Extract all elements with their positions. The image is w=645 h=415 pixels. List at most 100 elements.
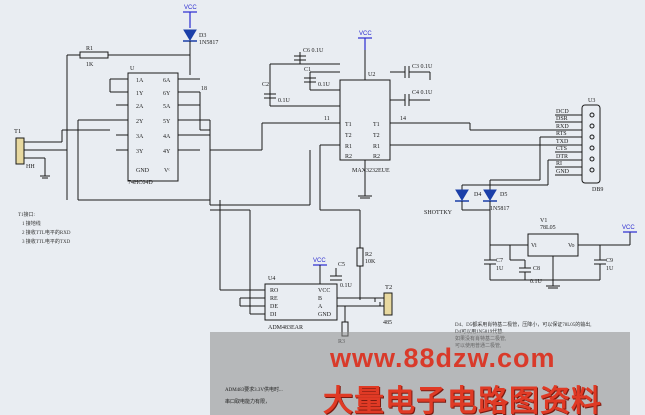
db9-pin-dcd: DCD	[556, 109, 569, 115]
db9-pins: DCD DSR RXD RTS TXD CTS DTR RI GND	[555, 109, 582, 176]
c8-val: 0.1U	[530, 279, 543, 285]
u4-label: U4	[268, 276, 275, 282]
vcc-label-3: VCC	[622, 225, 635, 231]
hex-pin-6y: 6Y	[163, 91, 171, 97]
t1-note-3: 3 接收TTL电平的TXD	[22, 238, 71, 245]
ic-max3232: U2 MAX3232EUE T1 T2 R1 R2 T1 T2 R1 R2	[339, 72, 391, 174]
d3-part: 1N5817	[199, 40, 218, 46]
hex-pin-5a: 5A	[163, 104, 171, 110]
vcc-label-2: VCC	[359, 31, 372, 37]
t1-note-2: 2 接收TTL电平的RXD	[22, 229, 71, 236]
r2-val: 10K	[365, 259, 376, 265]
capacitor-c4: C4 0.1U	[390, 90, 433, 106]
vcc-label-4: VCC	[313, 258, 326, 264]
c3-label: C3 0.1U	[412, 64, 433, 70]
watermark-panel	[210, 332, 630, 415]
c5-val: 0.1U	[340, 283, 353, 289]
u2-pin-r2: R2	[345, 154, 352, 160]
u3-label: U3	[588, 98, 595, 104]
u4-pin-gnd: GND	[318, 312, 332, 318]
hex-pin-6a: 6A	[163, 78, 171, 84]
c7-val: 1U	[496, 266, 504, 272]
c5-label: C5	[338, 262, 345, 268]
c8-label: C8	[533, 266, 540, 272]
hex-pin-4a: 4A	[163, 134, 171, 140]
u4-part: ADM483EAR	[268, 325, 303, 331]
hex-part: 74HC04D	[128, 180, 153, 186]
db9-pin-rts: RTS	[556, 131, 567, 137]
hex-vcc: Vᶜ	[164, 168, 170, 174]
c2-label: C2	[262, 82, 269, 88]
v1-part: 78L05	[540, 225, 556, 231]
db9-pin-dsr: DSR	[556, 116, 568, 122]
c4-label: C4 0.1U	[412, 90, 433, 96]
t1-label: T1	[14, 128, 21, 135]
u2-pin-r1-in: R1	[373, 144, 380, 150]
ic-74hc04d: U 74HC04D GND Vᶜ 1A 1Y 2A 2Y 3A 3Y 6A 6Y…	[127, 66, 179, 186]
diode-note-1: D4、D5都采用肖特基二极管，压降小，可以保证78L05的输出,	[455, 321, 592, 328]
t1-pin-label: HH	[26, 164, 35, 170]
hex-u-label: U	[130, 66, 135, 72]
d5-label: D5	[500, 192, 507, 198]
vcc-top-left: VCC	[183, 5, 197, 28]
capacitor-c3: C3 0.1U	[390, 64, 433, 80]
t2-note: 485	[383, 320, 392, 326]
hex-pin-5y: 5Y	[163, 119, 171, 125]
hex-pin-1a: 1A	[136, 78, 144, 84]
hex-pin-1y: 1Y	[136, 91, 144, 97]
v1-vo: Vo	[568, 243, 575, 249]
u2-label: U2	[368, 72, 375, 78]
resistor-r2: R2 10K	[356, 232, 376, 300]
hex-gnd: GND	[136, 168, 150, 174]
hex-pin-3a: 3A	[136, 134, 144, 140]
hex-pin-2a: 2A	[136, 104, 144, 110]
d3-label: D3	[199, 33, 206, 39]
u2-pin-r2-in: R2	[373, 154, 380, 160]
r2-label: R2	[365, 252, 372, 258]
connector-t1: T1 HH	[14, 128, 110, 179]
c-mid-label: C6 0.1U	[303, 48, 324, 54]
adm-note-2: 串口取电能力有限，	[225, 400, 271, 405]
db9-pin-cts: CTS	[556, 146, 567, 152]
r1-value: 1K	[86, 62, 94, 68]
d4-label: D4	[474, 192, 481, 198]
net-11: 11	[324, 116, 330, 122]
u4-pin-b: B	[318, 296, 322, 302]
watermark-chinese: 大量电子电路图资料	[323, 384, 602, 415]
u2-part: MAX3232EUE	[352, 168, 390, 174]
ic-adm483: U4 ADM483EAR RO RE DE DI VCC B A GND	[264, 276, 338, 331]
capacitor-c-mid: C6 0.1U	[270, 48, 340, 65]
v1-vi: Vi	[531, 243, 537, 249]
c9-val: 1U	[606, 266, 614, 272]
t1-note-1: 1 接地线	[22, 220, 41, 227]
diode-d4: D4 SHOTTKY	[424, 185, 481, 216]
hex-net-18: 18	[201, 86, 207, 92]
v1-label: V1	[540, 218, 547, 224]
d5-part: 1N5817	[490, 206, 509, 212]
resistor-r1: R1 1K	[66, 46, 190, 200]
db9-pin-dtr: DTR	[556, 154, 568, 160]
c1-val: 0.1U	[318, 82, 331, 88]
watermark-url: www.88dzw.com	[330, 343, 556, 373]
capacitor-c2: C2 0.1U	[262, 64, 340, 107]
r1-label: R1	[86, 46, 93, 52]
u2-pin-r1: R1	[345, 144, 352, 150]
u4-pin-ro: RO	[270, 288, 279, 294]
db9-label: DB9	[592, 187, 603, 193]
db9-pin-ri: RI	[556, 161, 562, 167]
vcc-max3232: VCC	[358, 31, 372, 50]
u4-pin-vcc: VCC	[318, 288, 330, 294]
c2-val: 0.1U	[278, 98, 291, 104]
t2-label: T2	[385, 284, 392, 291]
c7-label: C7	[496, 258, 503, 264]
hex-pin-3y: 3Y	[136, 149, 144, 155]
capacitor-c9: C9 1U	[594, 245, 614, 280]
vcc-label-1: VCC	[184, 5, 197, 11]
capacitor-c7: C7 1U	[484, 245, 504, 280]
hex-pin-4y: 4Y	[163, 149, 171, 155]
u2-pin-t1: T1	[345, 122, 352, 128]
u2-pin-t2: T2	[345, 133, 352, 139]
connector-t2: T2 485	[375, 284, 393, 326]
